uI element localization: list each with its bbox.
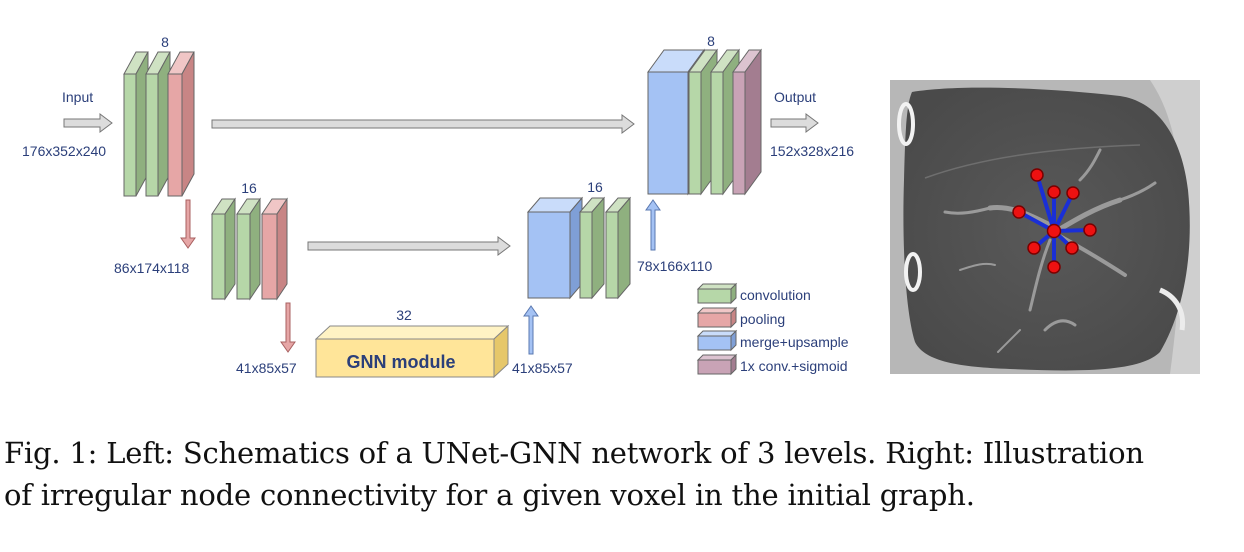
legend-item-convolution — [696, 282, 738, 305]
graph-node — [1066, 186, 1080, 200]
graph-node — [1012, 205, 1026, 219]
gnn-module-label: GNN module — [346, 352, 455, 372]
caption-line-1: Fig. 1: Left: Schematics of a UNet-GNN n… — [4, 436, 1144, 470]
legend-label-sigmoid: 1x conv.+sigmoid — [740, 358, 848, 374]
output-size-label: 152x328x216 — [770, 143, 854, 159]
legend-label-merge-upsample: merge+upsample — [740, 334, 849, 350]
legend-item-pooling — [696, 306, 738, 329]
size-label-level3-input: 41x85x57 — [236, 360, 297, 376]
skip-connection-arrow-level2 — [307, 236, 511, 256]
merge-upsample-layer — [526, 196, 584, 300]
graph-nodes — [1012, 168, 1097, 274]
pooling-arrow-level1-to-level2 — [180, 199, 196, 249]
conv-layer — [123, 51, 149, 197]
legend-label-pooling: pooling — [740, 311, 785, 327]
upsample-arrow-level2-to-level1 — [645, 199, 661, 251]
size-label-level2: 86x174x118 — [114, 260, 189, 276]
channels-level2: 16 — [241, 180, 257, 196]
output-label: Output — [774, 89, 816, 105]
node-connectivity-graph — [1012, 168, 1097, 274]
level1-decoder-block — [647, 48, 762, 196]
legend-item-sigmoid — [696, 353, 738, 376]
graph-node — [1030, 168, 1044, 182]
graph-node — [1047, 185, 1061, 199]
conv-layer — [236, 197, 261, 301]
level1-encoder-block — [123, 51, 195, 197]
rib-cross-section — [897, 102, 915, 146]
output-arrow — [770, 113, 819, 133]
graph-node — [1047, 260, 1061, 274]
pooling-arrow-level2-to-level3 — [280, 302, 296, 353]
input-label: Input — [62, 89, 93, 105]
legend: convolution pooling merge+upsample 1x co… — [696, 282, 849, 376]
channels-level1-up: 8 — [707, 33, 715, 49]
channels-level2-up: 16 — [587, 179, 603, 195]
channels-level1: 8 — [161, 34, 169, 50]
figure-caption: Fig. 1: Left: Schematics of a UNet-GNN n… — [4, 432, 1240, 516]
gnn-module — [314, 324, 510, 379]
conv-layer — [578, 196, 606, 300]
conv-layer — [604, 196, 632, 300]
pooling-layer — [167, 51, 195, 197]
legend-label-convolution: convolution — [740, 287, 811, 303]
size-label-level2-output: 78x166x110 — [637, 258, 712, 274]
caption-line-2: of irregular node connectivity for a giv… — [4, 478, 975, 512]
level2-encoder-block — [211, 197, 288, 301]
sigmoid-layer — [732, 48, 762, 196]
pooling-layer — [261, 197, 288, 301]
input-arrow — [63, 113, 113, 133]
size-label-level3-output: 41x85x57 — [512, 360, 573, 376]
graph-node — [1027, 241, 1041, 255]
legend-item-merge-upsample — [696, 329, 738, 352]
unet-gnn-schematic: 8 Input 176x352x240 16 86x174x118 — [22, 33, 1200, 379]
channels-level3: 32 — [396, 307, 412, 323]
conv-layer — [211, 197, 236, 301]
upsample-arrow-level3-to-level2 — [523, 305, 539, 355]
graph-center-node — [1046, 223, 1062, 239]
skip-connection-arrow-level1 — [211, 114, 635, 134]
graph-node — [1065, 241, 1079, 255]
rib-cross-section — [904, 252, 922, 292]
conv-layer — [145, 51, 171, 197]
level2-decoder-block — [526, 196, 632, 300]
graph-node — [1083, 223, 1097, 237]
input-size-label: 176x352x240 — [22, 143, 106, 159]
